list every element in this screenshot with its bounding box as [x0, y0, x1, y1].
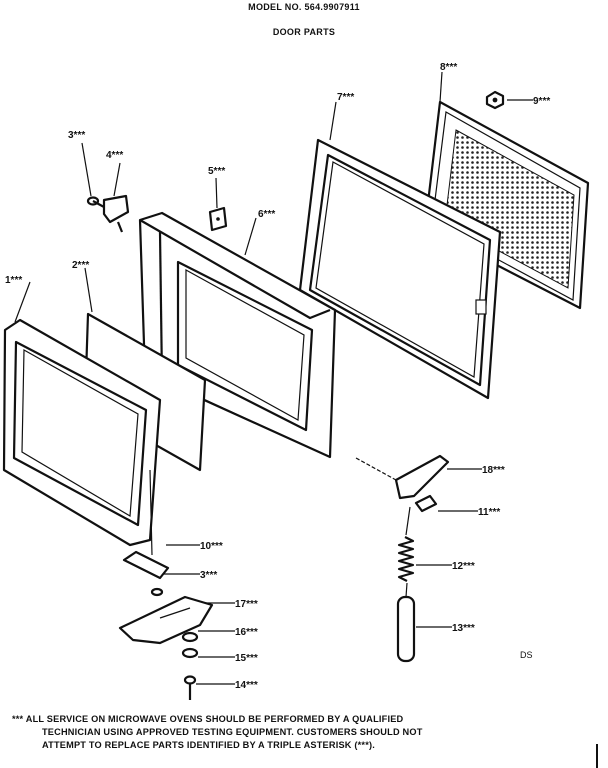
- part-3-screw-top: [86, 196, 105, 208]
- part-4-hinge-top: [102, 194, 130, 233]
- callout-18: 18***: [482, 465, 505, 476]
- part-8-screen-panel: [423, 100, 590, 310]
- callout-8: 8***: [440, 62, 457, 73]
- part-12-spring: [397, 536, 415, 582]
- part-3-screw-lower: [150, 587, 164, 597]
- part-15-washer: [181, 647, 199, 659]
- part-1-door-screen: [2, 318, 162, 547]
- callout-3-top: 3***: [68, 130, 85, 141]
- callout-5: 5***: [208, 166, 225, 177]
- callout-13: 13***: [452, 623, 475, 634]
- part-9-nut: [485, 90, 505, 110]
- callout-9: 9***: [533, 96, 550, 107]
- footnote-line-3: ATTEMPT TO REPLACE PARTS IDENTIFIED BY A…: [42, 740, 375, 750]
- part-10-hinge-lower: [122, 550, 170, 580]
- callout-1: 1***: [5, 275, 22, 286]
- part-11-latch-pin: [414, 494, 438, 513]
- callout-10-lower: 10***: [200, 541, 223, 552]
- exploded-view-diagram: 1*** 2*** 3*** 4*** 5*** 6*** 7*** 8*** …: [2, 62, 590, 700]
- part-13-plunger: [396, 595, 416, 663]
- footnote-line-2: TECHNICIAN USING APPROVED TESTING EQUIPM…: [42, 727, 423, 737]
- callout-12: 12***: [452, 561, 475, 572]
- model-number: MODEL NO. 564.9907911: [248, 2, 360, 12]
- diagram-title: DOOR PARTS: [272, 27, 336, 37]
- footnote-line-1: *** ALL SERVICE ON MICROWAVE OVENS SHOUL…: [12, 714, 404, 724]
- callout-16: 16***: [235, 627, 258, 638]
- part-18-latch-lever: [394, 454, 450, 500]
- part-5-bracket: [208, 206, 228, 232]
- callout-6: 6***: [258, 209, 275, 220]
- diagram-code: DS: [520, 650, 533, 660]
- callout-11: 11***: [478, 507, 500, 518]
- callout-17: 17***: [235, 599, 258, 610]
- part-16-washer: [181, 631, 199, 643]
- callout-7: 7***: [337, 92, 354, 103]
- part-14-screw: [183, 675, 197, 700]
- scan-edge-mark: [596, 744, 598, 768]
- callout-4: 4***: [106, 150, 123, 161]
- callout-14: 14***: [235, 680, 258, 691]
- part-7-door-frame: [298, 138, 502, 400]
- callout-3-lower: 3***: [200, 570, 217, 581]
- leader-lines: [14, 71, 533, 685]
- service-footnote: *** ALL SERVICE ON MICROWAVE OVENS SHOUL…: [12, 713, 572, 752]
- callout-15: 15***: [235, 653, 258, 664]
- part-17-hinge-plate: [118, 595, 214, 645]
- callout-2: 2***: [72, 260, 89, 271]
